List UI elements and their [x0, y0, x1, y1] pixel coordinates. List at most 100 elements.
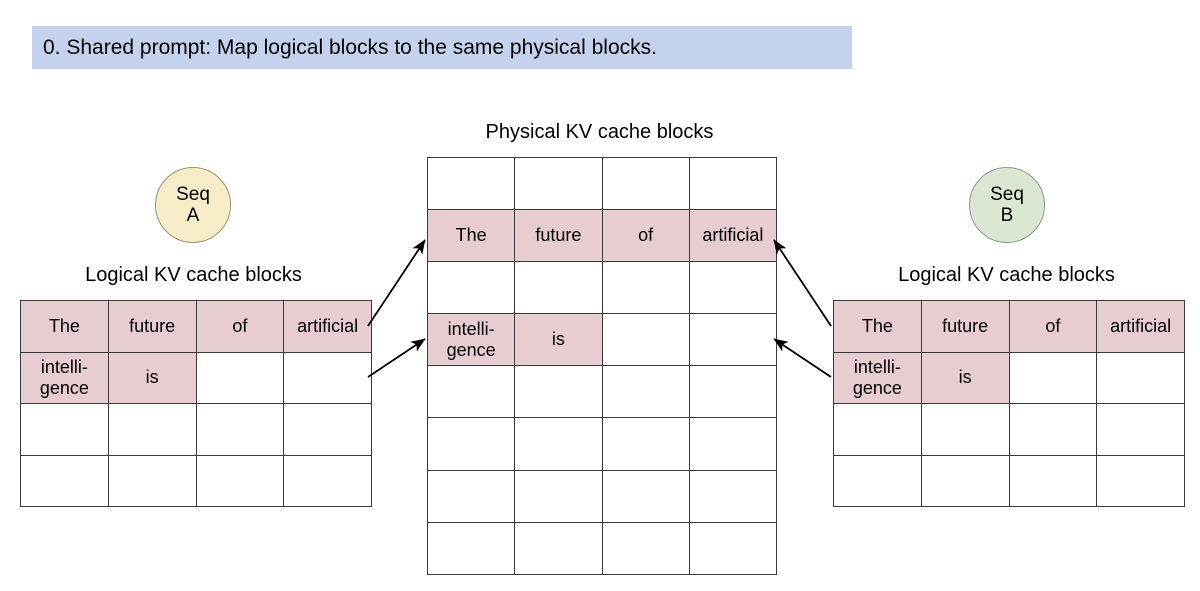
kv-block-filled: intelli-gence	[426, 313, 516, 367]
kv-block-empty	[1008, 454, 1098, 507]
kv-block-token: The	[455, 225, 487, 246]
kv-block-row: The future of artificial	[426, 209, 778, 263]
physical-table-caption: Physical KV cache blocks	[485, 121, 714, 143]
kv-block-empty	[514, 261, 603, 315]
kv-block-empty	[195, 403, 285, 456]
kv-block-token: future	[129, 315, 176, 336]
kv-block-filled: of	[1008, 300, 1098, 353]
seq-b-label-line1: Seq	[990, 184, 1024, 205]
kv-block-empty	[688, 521, 778, 575]
kv-block-row	[426, 417, 778, 471]
kv-block-row: intelli-gence is	[426, 313, 778, 367]
kv-block-filled: of	[195, 300, 285, 353]
kv-block-empty	[833, 403, 922, 456]
kv-block-empty	[1096, 403, 1185, 456]
kv-block-token: The	[861, 315, 893, 336]
kv-block-row	[426, 469, 778, 523]
kv-block-row: intelli-gence is	[20, 351, 372, 404]
arrow-a-row2-to-physical-row4	[367, 338, 426, 378]
kv-block-empty	[20, 454, 109, 507]
kv-block-row	[20, 454, 372, 507]
seq-a-badge: Seq A	[155, 167, 231, 243]
kv-block-filled: future	[514, 209, 603, 263]
kv-block-empty	[283, 351, 372, 404]
kv-block-empty	[1096, 351, 1185, 404]
kv-block-row	[426, 261, 778, 315]
kv-block-filled: artificial	[1096, 300, 1185, 353]
kv-block-empty	[514, 417, 603, 471]
kv-block-token: future	[942, 315, 989, 336]
kv-block-empty	[1008, 403, 1098, 456]
kv-block-filled: is	[514, 313, 603, 367]
seq-a-label-line1: Seq	[176, 184, 210, 205]
arrow-b-row2-to-physical-row4	[773, 338, 832, 378]
kv-block-token: intelli-gence	[39, 356, 89, 398]
kv-block-empty	[601, 521, 690, 575]
kv-block-token: intelli-gence	[852, 356, 902, 398]
seq-b-label-line2: B	[1000, 205, 1014, 226]
kv-block-token: intelli-gence	[446, 318, 496, 360]
kv-block-token: of	[638, 225, 654, 246]
kv-block-empty	[426, 365, 516, 419]
kv-block-empty	[1008, 351, 1098, 404]
step-banner: 0. Shared prompt: Map logical blocks to …	[32, 26, 852, 69]
kv-block-filled: is	[920, 351, 1010, 404]
kv-block-row	[426, 521, 778, 575]
seq-b-badge: Seq B	[969, 167, 1045, 243]
kv-block-empty	[426, 261, 516, 315]
kv-block-token: artificial	[1110, 315, 1172, 336]
kv-block-token: future	[535, 225, 582, 246]
kv-block-empty	[601, 261, 690, 315]
kv-block-empty	[514, 156, 603, 211]
kv-block-empty	[688, 156, 778, 211]
kv-block-token: artificial	[702, 225, 764, 246]
seq-a-label-line2: A	[186, 205, 200, 226]
arrow-b-row1-to-physical-row2	[773, 239, 832, 327]
kv-block-empty	[426, 469, 516, 523]
kv-block-empty	[688, 261, 778, 315]
logical-a-table-caption: Logical KV cache blocks	[85, 264, 302, 286]
kv-block-empty	[920, 454, 1010, 507]
kv-block-filled: intelli-gence	[833, 351, 922, 404]
kv-block-empty	[601, 469, 690, 523]
kv-block-filled: artificial	[688, 209, 778, 263]
logical-kv-cache-table-b: The future of artificial intelli-gence is	[833, 300, 1185, 507]
arrow-a-row1-to-physical-row2	[367, 239, 426, 327]
kv-block-empty	[283, 454, 372, 507]
kv-block-empty	[688, 313, 778, 367]
kv-block-empty	[195, 454, 285, 507]
kv-block-row	[833, 454, 1185, 507]
kv-block-filled: artificial	[283, 300, 372, 353]
kv-block-empty	[20, 403, 109, 456]
kv-block-row	[426, 365, 778, 419]
kv-block-empty	[601, 156, 690, 211]
kv-block-filled: of	[601, 209, 690, 263]
kv-block-empty	[426, 156, 516, 211]
kv-block-empty	[688, 469, 778, 523]
kv-block-empty	[283, 403, 372, 456]
kv-block-empty	[107, 454, 197, 507]
kv-block-empty	[601, 417, 690, 471]
kv-block-token: The	[48, 315, 80, 336]
kv-block-token: is	[958, 367, 972, 388]
kv-block-filled: The	[20, 300, 109, 353]
kv-block-filled: future	[107, 300, 197, 353]
kv-block-row	[833, 403, 1185, 456]
kv-block-row: intelli-gence is	[833, 351, 1185, 404]
kv-block-row	[20, 403, 372, 456]
kv-block-token: is	[145, 367, 159, 388]
kv-block-empty	[920, 403, 1010, 456]
kv-block-empty	[107, 403, 197, 456]
kv-block-empty	[601, 365, 690, 419]
kv-block-row: The future of artificial	[833, 300, 1185, 353]
kv-block-empty	[426, 417, 516, 471]
kv-block-token: of	[1045, 315, 1061, 336]
kv-block-filled: intelli-gence	[20, 351, 109, 404]
kv-block-empty	[514, 521, 603, 575]
kv-block-filled: The	[426, 209, 516, 263]
kv-block-empty	[426, 521, 516, 575]
kv-block-empty	[514, 365, 603, 419]
